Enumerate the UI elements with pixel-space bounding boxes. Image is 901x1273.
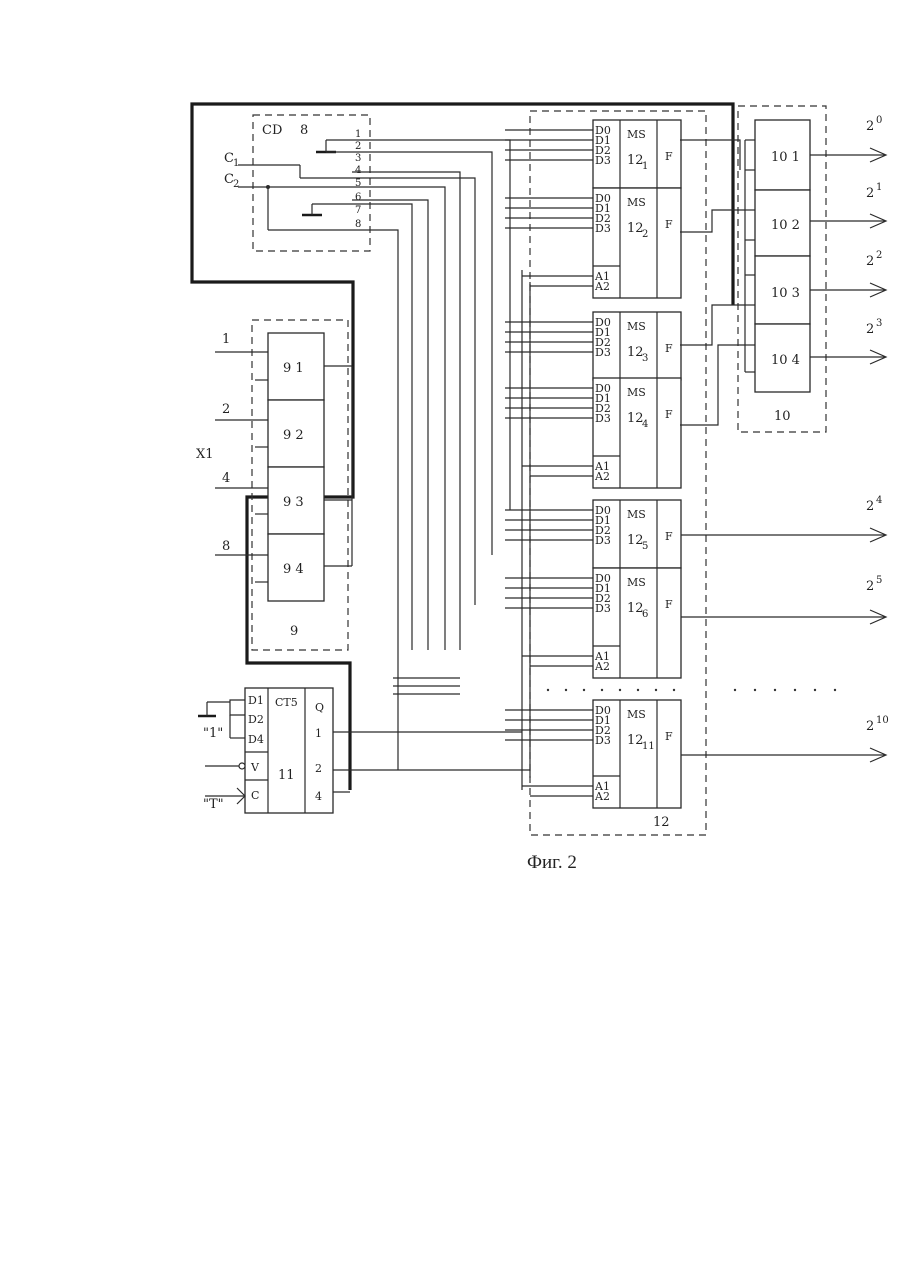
mux-addr-pin: A2: [594, 790, 610, 803]
output-group-wires: [680, 140, 755, 425]
svg-text:2: 2: [355, 141, 361, 152]
input-c2-sub: 2: [233, 179, 239, 190]
mux-out-label: F: [665, 730, 673, 743]
mux-unit-sub: 3: [642, 353, 648, 364]
output-label: 2: [866, 322, 874, 337]
counter-out-2: 2: [315, 762, 322, 775]
output-label: 2: [866, 719, 874, 734]
mux-out-label: F: [665, 530, 673, 543]
mux-data-pin: D3: [595, 346, 611, 359]
counter-out-1: 1: [315, 727, 322, 740]
mux-type-label: MS: [627, 196, 646, 209]
output-exponent: 4: [876, 495, 882, 506]
mux-type-label: MS: [627, 320, 646, 333]
mux-addr-pin: A2: [594, 660, 610, 673]
counter-pin-d2: D2: [248, 713, 264, 726]
output-label: 2: [866, 119, 874, 134]
input-group-number: 9: [290, 624, 298, 639]
output-exponent: 5: [876, 575, 882, 586]
mux-out-label: F: [665, 408, 673, 421]
cell-9-4-label: 9 4: [283, 562, 304, 577]
mux-data-pin: D3: [595, 734, 611, 747]
cell-9-2-label: 9 2: [283, 428, 304, 443]
svg-text:8: 8: [355, 219, 361, 230]
mux-out-label: F: [665, 342, 673, 355]
output-label: 2: [866, 186, 874, 201]
output-exponent: 3: [876, 318, 882, 329]
mux-data-pin: D3: [595, 412, 611, 425]
counter-out-4: 4: [315, 790, 322, 803]
mux-data-pin: D3: [595, 534, 611, 547]
mux-dotted-separator: [547, 689, 836, 691]
figure-caption: Фиг. 2: [527, 852, 577, 873]
cell-10-1-label: 10 1: [771, 150, 800, 165]
counter-const-one: "1": [203, 726, 223, 741]
mux-unit-sub: 6: [642, 609, 648, 620]
mux-type-label: MS: [627, 128, 646, 141]
input-2-label: 2: [222, 402, 230, 417]
mux-unit-sub: 5: [642, 541, 648, 552]
output-exponent: 10: [876, 715, 889, 726]
output-label: 2: [866, 579, 874, 594]
cd-block-title: CD: [262, 123, 282, 138]
output-group-number: 10: [774, 409, 791, 424]
mux-data-pin: D3: [595, 222, 611, 235]
mux-type-label: MS: [627, 708, 646, 721]
svg-text:7: 7: [355, 205, 361, 216]
output-exponent: 2: [876, 250, 882, 261]
mux-unit-sub: 1: [642, 161, 648, 172]
mux-group-number: 12: [653, 815, 670, 830]
mux-addr-pin: A2: [594, 470, 610, 483]
output-label: 2: [866, 499, 874, 514]
cell-10-3-label: 10 3: [771, 286, 800, 301]
mux-unit-sub: 11: [642, 741, 655, 752]
counter-title: CT5: [275, 696, 298, 709]
input-1-label: 1: [222, 332, 230, 347]
input-group-name: X1: [196, 447, 214, 462]
mux-out-label: F: [665, 218, 673, 231]
mux-out-label: F: [665, 598, 673, 611]
mux-units: D0D1D2D3MS121FD0D1D2D3MS122FA1A2D0D1D2D3…: [505, 120, 681, 808]
cell-9-3-label: 9 3: [283, 495, 304, 510]
cell-9-1-label: 9 1: [283, 361, 304, 376]
counter-q-label: Q: [315, 701, 324, 714]
mux-unit-sub: 2: [642, 229, 648, 240]
mux-type-label: MS: [627, 386, 646, 399]
bus-break-marks: [393, 678, 460, 694]
cd-output-labels: 1 2 3 4 5 6 7 8: [355, 129, 361, 230]
input-c1-sub: 1: [233, 158, 239, 169]
cell-10-4-label: 10 4: [771, 353, 800, 368]
svg-text:4: 4: [355, 165, 361, 176]
output-exponent: 0: [876, 115, 882, 126]
mux-type-label: MS: [627, 508, 646, 521]
input-4-label: 4: [222, 471, 230, 486]
mux-unit-sub: 4: [642, 419, 648, 430]
mux-addr-pin: A2: [594, 280, 610, 293]
svg-text:3: 3: [355, 153, 361, 164]
counter-pin-c: C: [251, 789, 259, 802]
mux-data-pin: D3: [595, 602, 611, 615]
counter-clock: "T": [203, 797, 224, 812]
output-exponent: 1: [876, 182, 882, 193]
cd-block-number: 8: [300, 123, 308, 138]
mux-type-label: MS: [627, 576, 646, 589]
svg-text:6: 6: [355, 192, 361, 203]
svg-text:1: 1: [355, 129, 361, 140]
cell-10-2-label: 10 2: [771, 218, 800, 233]
mux-out-label: F: [665, 150, 673, 163]
counter-pin-d4: D4: [248, 733, 264, 746]
output-label: 2: [866, 254, 874, 269]
counter-pin-v: V: [250, 761, 260, 774]
input-8-label: 8: [222, 539, 230, 554]
mux-data-pin: D3: [595, 154, 611, 167]
counter-number: 11: [278, 768, 295, 783]
counter-pin-d1: D1: [248, 694, 264, 707]
